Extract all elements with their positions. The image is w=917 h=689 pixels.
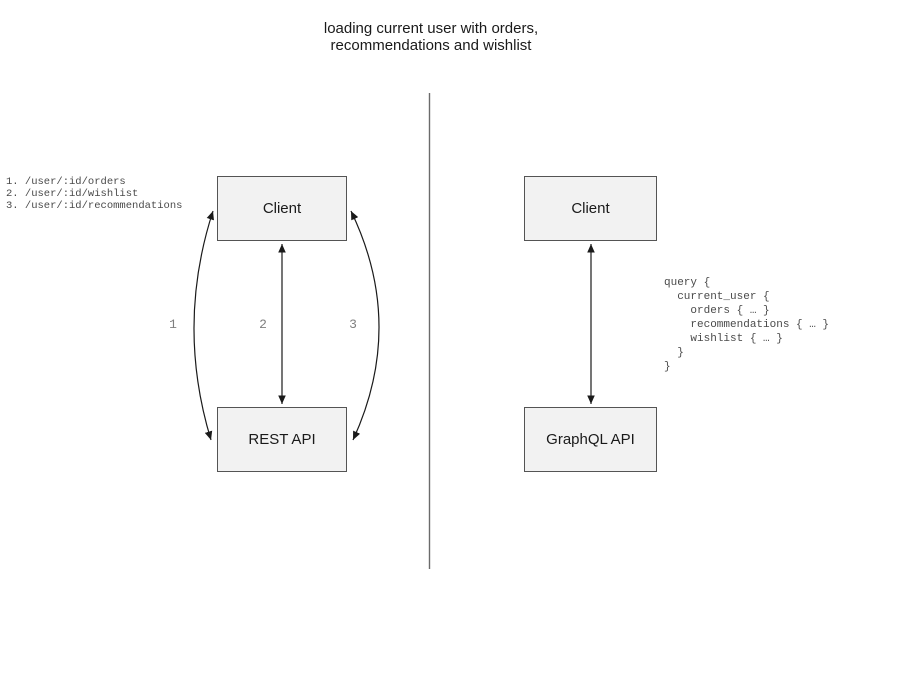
graphql-api-node: GraphQL API — [524, 407, 657, 472]
rest-endpoint-2: 2. /user/:id/wishlist — [6, 188, 139, 200]
rest-api-node: REST API — [217, 407, 347, 472]
rest-endpoint-1: 1. /user/:id/orders — [6, 176, 126, 188]
graphql-api-label: GraphQL API — [546, 431, 635, 448]
rest-arrow-label-1: 1 — [169, 317, 177, 332]
graphql-client-node: Client — [524, 176, 657, 241]
graphql-client-label: Client — [571, 200, 610, 217]
diagram-title: loading current user with orders, recomm… — [323, 20, 539, 54]
rest-client-label: Client — [262, 200, 302, 217]
rest-arrow-label-2: 2 — [259, 317, 267, 332]
rest-api-label: REST API — [248, 431, 316, 448]
graphql-query-snippet: query { current_user { orders { … } reco… — [664, 277, 830, 373]
rest-client-node: Client — [217, 176, 347, 241]
rest-arrow-label-3: 3 — [349, 317, 357, 332]
rest-arrow-1 — [193, 210, 214, 441]
rest-endpoint-3: 3. /user/:id/recommendations — [6, 200, 183, 212]
